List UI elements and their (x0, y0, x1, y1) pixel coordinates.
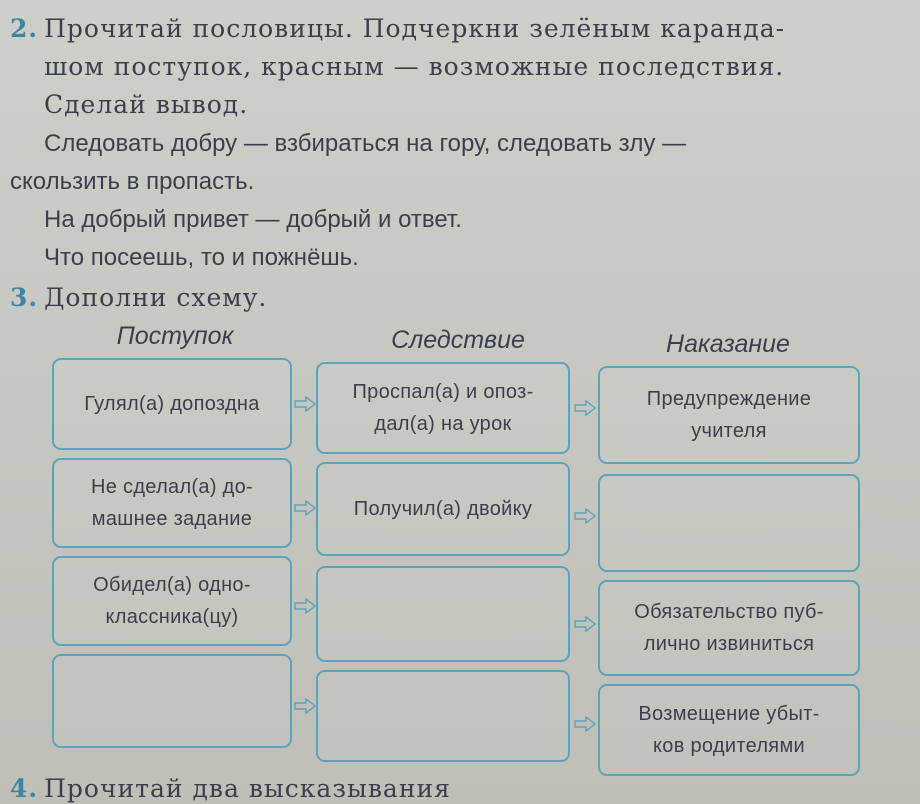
task2-instruction-1: Прочитай пословицы. Подчеркни зелёным ка… (44, 14, 786, 43)
action-box-3[interactable]: Обидел(а) одно- классника(цу) (52, 556, 292, 646)
punishment-box-3[interactable]: Обязательство пуб- лично извиниться (598, 580, 860, 676)
header-punishment: Наказание (666, 330, 790, 358)
right-arrow-icon (574, 616, 596, 632)
header-action: Поступок (116, 322, 234, 350)
proverb-3: Что посеешь, то и пожнёшь. (44, 244, 359, 271)
consequence-text-1: Проспал(а) и опоз- дал(а) на урок (352, 381, 534, 435)
header-consequence: Следствие (391, 326, 525, 354)
action-text-3: Обидел(а) одно- классника(цу) (93, 574, 251, 628)
consequence-box-1[interactable]: Проспал(а) и опоз- дал(а) на урок (316, 362, 570, 454)
right-arrow-icon (574, 400, 596, 416)
action-box-2[interactable]: Не сделал(а) до- машнее задание (52, 458, 292, 548)
task3-number: 3. (10, 283, 39, 312)
punishment-text-4: Возмещение убыт- ков родителями (638, 703, 820, 757)
task2-instruction-3: Сделай вывод. (44, 90, 249, 119)
right-arrow-icon (294, 500, 316, 516)
task2-line1: 2.Прочитай пословицы. Подчеркни зелёным … (10, 14, 785, 43)
punishment-text-3: Обязательство пуб- лично извиниться (634, 601, 824, 655)
task4-title-line: 4.Прочитай два высказывания (10, 774, 451, 803)
task4-title: Прочитай два высказывания (44, 774, 451, 803)
consequence-box-2[interactable]: Получил(а) двойку (316, 462, 570, 556)
consequence-text-2: Получил(а) двойку (353, 498, 533, 520)
proverb-2: На добрый привет — добрый и ответ. (44, 206, 462, 233)
action-box-4[interactable] (52, 654, 292, 748)
right-arrow-icon (294, 396, 316, 412)
task2-number: 2. (10, 14, 39, 43)
right-arrow-icon (294, 698, 316, 714)
action-text-2: Не сделал(а) до- машнее задание (91, 476, 253, 530)
punishment-box-2[interactable] (598, 474, 860, 572)
task3-title-line: 3.Дополни схему. (10, 283, 267, 312)
punishment-text-1: Предупреждение учителя (646, 388, 812, 442)
action-text-1: Гулял(а) допоздна (84, 393, 260, 415)
consequence-box-3[interactable] (316, 566, 570, 662)
action-box-1[interactable]: Гулял(а) допоздна (52, 358, 292, 450)
punishment-box-4[interactable]: Возмещение убыт- ков родителями (598, 684, 860, 776)
punishment-box-1[interactable]: Предупреждение учителя (598, 366, 860, 464)
proverb-1-line2: скользить в пропасть. (10, 168, 255, 195)
task4-number: 4. (10, 774, 39, 803)
proverb-1-line1: Следовать добру — взбираться на гору, сл… (44, 130, 687, 157)
right-arrow-icon (294, 598, 316, 614)
consequence-box-4[interactable] (316, 670, 570, 762)
task2-instruction-2: шом поступок, красным — возможные послед… (44, 52, 785, 81)
right-arrow-icon (574, 716, 596, 732)
task3-title: Дополни схему. (44, 283, 268, 312)
right-arrow-icon (574, 508, 596, 524)
